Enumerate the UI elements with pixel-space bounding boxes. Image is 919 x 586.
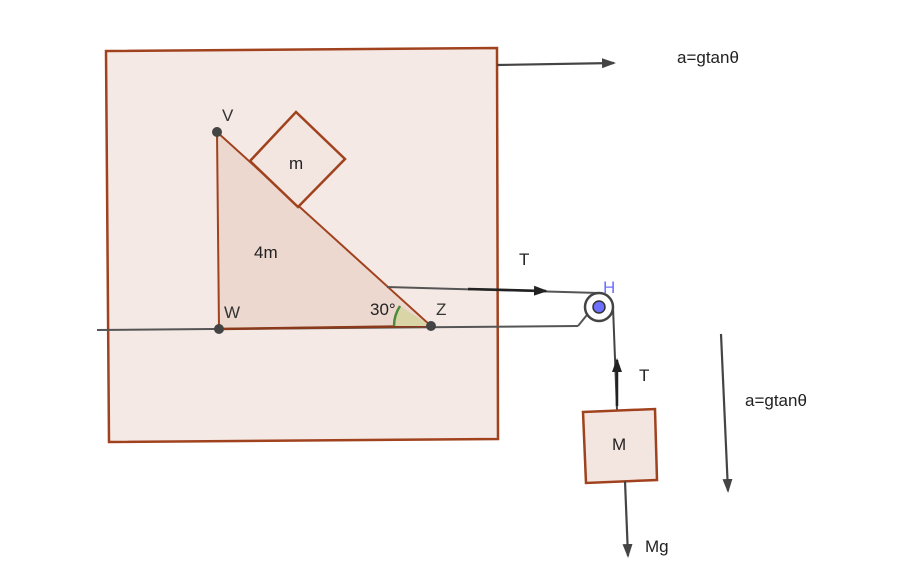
acceleration-label-right: a=gtanθ	[745, 391, 807, 410]
point-z-label: Z	[436, 300, 446, 319]
hanging-mass-label: M	[612, 435, 626, 454]
angle-arc	[392, 305, 402, 327]
wedge-label: 4m	[254, 243, 278, 262]
acceleration-arrow-top	[496, 58, 616, 69]
acceleration-arrow-right	[719, 333, 733, 493]
acceleration-label-top: a=gtanθ	[677, 48, 739, 67]
pulley-center	[592, 300, 606, 314]
weight-arrow	[622, 480, 633, 558]
point-h-label: H	[603, 278, 615, 297]
wedge-base	[218, 324, 432, 331]
weight-label: Mg	[645, 537, 669, 556]
hanging-mass	[581, 407, 659, 485]
point-w	[214, 324, 224, 334]
tension-arrow-top	[467, 285, 548, 296]
small-block	[248, 110, 347, 209]
small-block-label: m	[289, 154, 303, 173]
angle-label: 30°	[370, 300, 396, 319]
point-z	[426, 321, 436, 331]
tension-label-vertical: T	[639, 366, 649, 385]
point-v	[212, 127, 222, 137]
angle-sector	[394, 306, 431, 326]
tension-label-top: T	[519, 250, 529, 269]
point-w-label: W	[224, 303, 240, 322]
point-v-label: V	[222, 106, 234, 125]
